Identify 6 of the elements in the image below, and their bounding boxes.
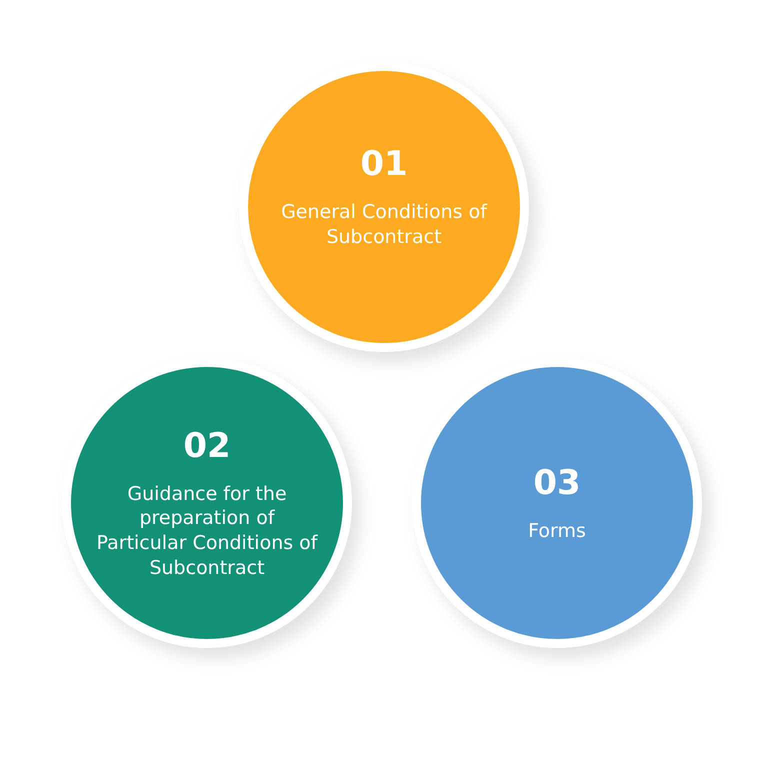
step-label: General Conditions of Subcontract — [280, 200, 488, 250]
step-label: Forms — [528, 518, 586, 544]
step-number: 02 — [183, 426, 231, 466]
step-label: Guidance for the preparation of Particular Conditions of Subcontract — [96, 482, 319, 580]
step-number: 03 — [533, 462, 581, 503]
step-number: 01 — [360, 144, 408, 184]
